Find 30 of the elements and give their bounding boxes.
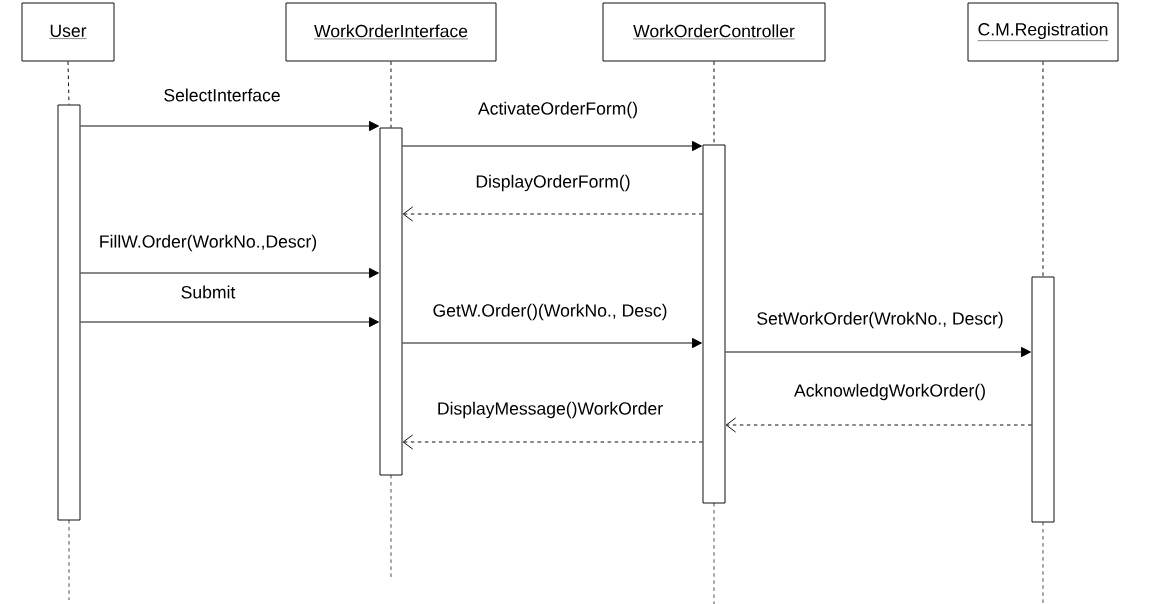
object-box: WorkOrderInterface <box>285 2 497 62</box>
message-arrow <box>402 434 703 450</box>
lifeline <box>390 61 392 128</box>
edge-label: AcknowledgWorkOrder() <box>792 382 988 402</box>
edge-label: ActivateOrderForm() <box>476 100 640 120</box>
message-arrow <box>725 417 1032 433</box>
edge-label: SelectInterface <box>162 87 282 103</box>
message-arrow <box>725 346 1031 358</box>
message-arrow <box>80 267 379 279</box>
message-arrow <box>80 316 379 328</box>
edge-label: Submit <box>179 284 237 300</box>
edge-label: DisplayOrderForm() <box>474 173 632 193</box>
lifeline <box>67 61 70 105</box>
activation-bar <box>1031 276 1055 523</box>
edge-label: GetW.Order()(WorkNo., Desc) <box>431 302 669 322</box>
lifeline <box>1042 61 1044 277</box>
edge-label: DisplayMessage()WorkOrder <box>435 400 665 420</box>
object-box: User <box>21 2 115 62</box>
object-box: WorkOrderController <box>602 2 826 62</box>
activation-bar <box>379 127 403 476</box>
activation-bar <box>57 104 81 521</box>
message-arrow <box>402 140 702 152</box>
object-box: C.M.Registration <box>967 2 1119 62</box>
activation-bar <box>702 144 726 504</box>
edge-label: SetWorkOrder(WrokNo., Descr) <box>755 310 1005 330</box>
message-arrow <box>80 120 379 132</box>
message-arrow <box>402 206 703 222</box>
lifeline <box>713 61 715 145</box>
message-arrow <box>402 337 702 349</box>
edge-label: FillW.Order(WorkNo.,Descr) <box>97 233 319 253</box>
